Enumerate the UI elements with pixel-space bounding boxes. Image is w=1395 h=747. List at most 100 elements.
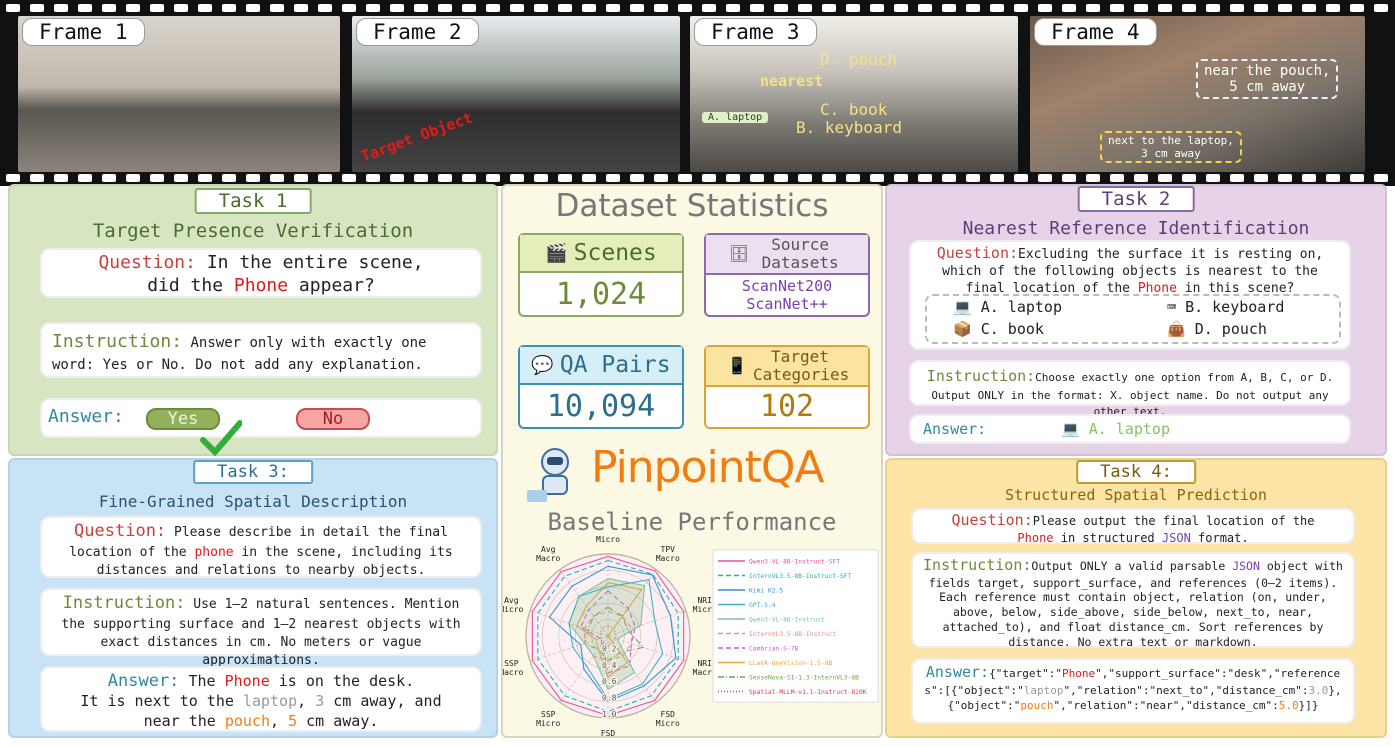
answer-text: ","support_surface":"desk","references":…	[924, 667, 1341, 697]
sprocket-hole	[894, 4, 908, 12]
sprocket-hole	[1086, 4, 1100, 12]
option-a[interactable]: 💻 A. laptop	[953, 298, 1062, 318]
sprocket-hole	[366, 4, 380, 12]
sprocket-hole	[510, 4, 524, 12]
radial-tick-label: 0.8	[602, 694, 617, 703]
answer-box: Answer: 💻 A. laptop	[909, 414, 1351, 444]
sprocket-hole	[654, 174, 668, 182]
frame-3-image: Frame 3 D. pouch nearest C. book A. lapt…	[690, 16, 1018, 172]
sprocket-hole	[1350, 4, 1364, 12]
sprocket-hole	[246, 174, 260, 182]
sprocket-hole	[126, 174, 140, 182]
sprocket-hole	[1182, 4, 1196, 12]
radar-axis	[559, 569, 609, 637]
option-d[interactable]: 👜 D. pouch	[1167, 320, 1267, 340]
option-label: A. laptop	[980, 298, 1062, 316]
sprocket-hole	[150, 4, 164, 12]
sprocket-hole	[54, 174, 68, 182]
answer-box: Answer:{"target":"Phone","support_surfac…	[911, 658, 1355, 724]
sprocket-hole	[1014, 4, 1028, 12]
sprocket-hole	[990, 4, 1004, 12]
sprocket-hole	[918, 174, 932, 182]
sprocket-hole	[1326, 4, 1340, 12]
sprocket-hole	[750, 4, 764, 12]
answer-label: Answer:	[107, 671, 180, 691]
sprocket-hole	[366, 174, 380, 182]
question-text: Please output the final location of the	[1032, 514, 1315, 528]
robot-mascot-icon	[527, 448, 569, 502]
question-box: Question: In the entire scene, did the P…	[40, 248, 482, 298]
question-text: in structured	[1053, 531, 1162, 546]
sprocket-hole	[702, 174, 716, 182]
nearest-annotation: nearest	[760, 72, 824, 90]
answer-text: ","relation":"near","distance_cm":	[1053, 699, 1279, 713]
sprocket-hole	[318, 4, 332, 12]
sprocket-hole	[102, 4, 116, 12]
sprocket-hole	[462, 4, 476, 12]
option-b[interactable]: ⌨ B. keyboard	[1167, 298, 1284, 318]
distance-value: 3.0	[1308, 684, 1329, 697]
sprocket-hole	[174, 174, 188, 182]
task-tag: Task 4:	[1076, 460, 1196, 484]
sprocket-hole	[1374, 174, 1388, 182]
task-title: Fine-Grained Spatial Description	[98, 492, 408, 511]
sprocket-hole	[1110, 174, 1124, 182]
task-title: Target Presence Verification	[92, 220, 414, 242]
options-box: 💻 A. laptop ⌨ B. keyboard 📦 C. book 👜 D.…	[925, 294, 1341, 344]
frame-label: Frame 2	[356, 18, 479, 46]
sprocket-hole	[870, 174, 884, 182]
legend-entry: InternVL3.5-8B-Instruct	[749, 631, 836, 638]
question-text: did the	[147, 274, 234, 296]
answer-box: Answer: The Phone is on the desk. It is …	[40, 666, 482, 732]
answer-text: is on the desk.	[269, 672, 415, 690]
yes-option[interactable]: Yes	[146, 408, 220, 430]
clapperboard-icon: 🎬	[545, 242, 568, 264]
sprocket-hole	[150, 174, 164, 182]
scenes-stat: 🎬Scenes 1,024	[518, 233, 684, 317]
radar-axis	[607, 610, 687, 637]
option-c[interactable]: 📦 C. book	[953, 320, 1044, 340]
sprocket-hole	[822, 174, 836, 182]
answer-label: Answer:	[925, 663, 990, 681]
sprocket-hole	[1350, 174, 1364, 182]
question-label: Question:	[74, 521, 167, 541]
sprocket-hole	[1182, 174, 1196, 182]
sprocket-hole	[342, 4, 356, 12]
question-text: Please describe in detail the final loca…	[69, 525, 448, 560]
sprocket-hole	[1254, 174, 1268, 182]
sprocket-hole	[54, 4, 68, 12]
sprocket-hole	[438, 4, 452, 12]
sprocket-hole	[1062, 4, 1076, 12]
sprocket-hole	[222, 174, 236, 182]
sprocket-hole	[222, 4, 236, 12]
pouch-annotation: D. pouch	[820, 50, 898, 69]
question-label: Question:	[951, 511, 1033, 529]
sprocket-hole	[1278, 174, 1292, 182]
instruction-text: Answer only with exactly one word: Yes o…	[52, 335, 427, 373]
no-option[interactable]: No	[296, 408, 370, 430]
axis-label: Micro	[536, 719, 560, 728]
sprocket-hole	[390, 4, 404, 12]
sprocket-hole	[846, 4, 860, 12]
sprocket-hole	[582, 174, 596, 182]
target-object: Phone	[1017, 531, 1054, 546]
answer-text: cm away, and	[324, 692, 442, 711]
axis-label: Micro	[596, 536, 620, 544]
legend-entry: SenseNova-SI-1.3-InternVL3-8B	[749, 675, 859, 682]
radial-tick-label: 0.6	[602, 677, 617, 686]
radar-series-Spatial-MLLM-v1.1-Instruct-820K	[599, 625, 617, 647]
question-text: appear?	[288, 274, 375, 296]
task-title: Structured Spatial Prediction	[1005, 486, 1267, 504]
sprocket-hole	[510, 174, 524, 182]
sprocket-hole	[702, 4, 716, 12]
target-object-annotation: Target Object	[358, 108, 475, 166]
sprocket-hole	[1278, 4, 1292, 12]
task4-panel: Task 4: Structured Spatial Prediction Qu…	[885, 458, 1387, 738]
sprocket-hole	[558, 4, 572, 12]
answer-text: cm away.	[297, 711, 379, 730]
film-strip: Frame 1 Frame 2 Target Object Frame 3 D.…	[0, 0, 1395, 186]
legend-entry: Cambrian-S-7B	[749, 646, 798, 653]
answer-label: Answer:	[923, 420, 987, 438]
option-label: D. pouch	[1194, 320, 1267, 338]
